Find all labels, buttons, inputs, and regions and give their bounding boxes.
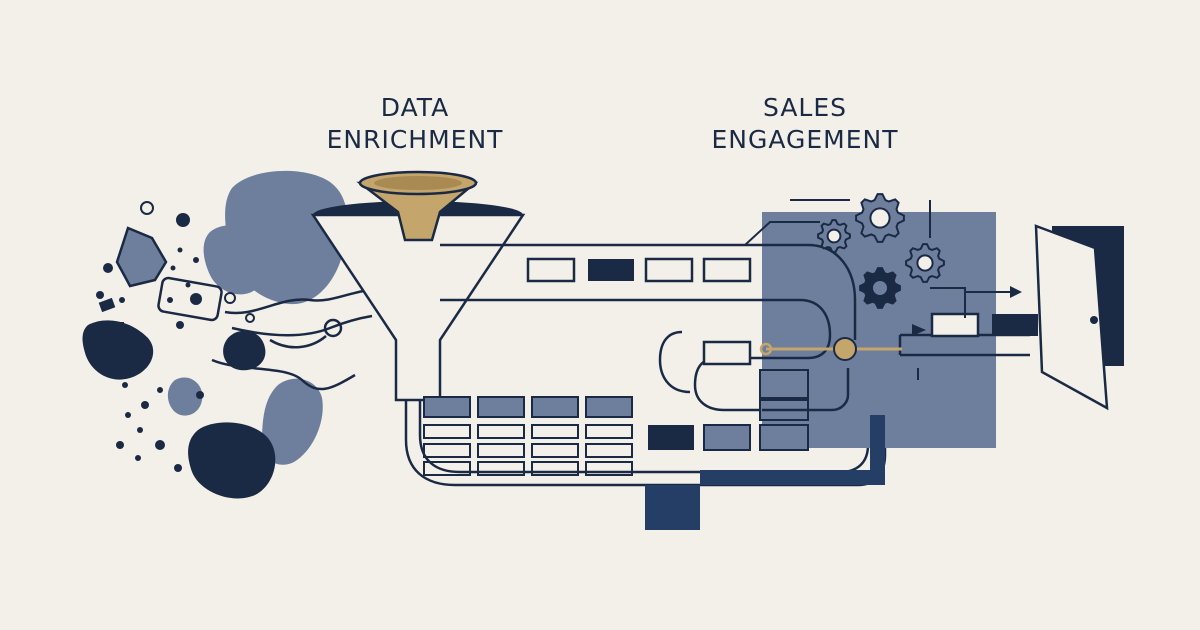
label-sales-engagement-line-2: ENGAGEMENT — [711, 125, 899, 154]
ink-dot — [170, 265, 176, 271]
gear-hub — [869, 207, 891, 229]
slate-blob — [167, 377, 203, 416]
ink-dot — [177, 247, 183, 253]
ink-dot — [193, 257, 199, 263]
gear-icon — [859, 267, 901, 309]
ink-dot — [135, 455, 141, 461]
label-sales-engagement: SALES ENGAGEMENT — [690, 92, 920, 156]
outlined-pill — [157, 276, 223, 322]
door-knob — [1090, 316, 1098, 324]
gold-connector — [759, 337, 902, 361]
ink-dot — [174, 464, 182, 472]
ink-dot — [176, 321, 184, 329]
ink-dot — [119, 297, 125, 303]
ink-dot — [96, 291, 104, 299]
ink-dot — [176, 213, 190, 227]
hollow-dot — [140, 201, 154, 215]
ink-dot — [125, 412, 131, 418]
gear-icon — [855, 193, 905, 243]
ink-dot — [157, 387, 163, 393]
funnel-body — [310, 213, 526, 402]
ink-dot — [109, 337, 115, 343]
hollow-dot — [245, 313, 255, 323]
ink-tile — [98, 297, 116, 313]
door-icon — [1034, 224, 1124, 411]
arrow-right-icon — [912, 324, 926, 336]
output-record — [992, 314, 1038, 336]
ink-dot — [141, 401, 149, 409]
ink-blob — [223, 330, 266, 371]
ink-dot — [196, 391, 204, 399]
ink-dot — [103, 263, 113, 273]
gear-hub — [871, 279, 889, 297]
ink-tile — [112, 322, 124, 332]
gear-hub — [826, 228, 842, 244]
label-sales-engagement-line-1: SALES — [762, 93, 848, 122]
ink-dot — [116, 441, 124, 449]
gold-funnel-icon — [356, 170, 479, 242]
ink-dot — [122, 382, 128, 388]
label-data-enrichment-line-1: DATA — [380, 93, 450, 122]
flow-lines — [211, 288, 373, 391]
raw-data-cluster — [82, 170, 348, 499]
door-panel — [1034, 224, 1109, 411]
gear-icon — [905, 243, 945, 283]
hollow-dot — [224, 292, 236, 304]
slate-blob — [203, 225, 269, 295]
slate-hexagon — [115, 226, 168, 288]
label-data-enrichment: DATA ENRICHMENT — [300, 92, 530, 156]
gear-icon — [817, 219, 851, 253]
ink-dot — [155, 440, 165, 450]
output-record — [930, 312, 980, 338]
ink-dot — [137, 427, 143, 433]
arrow-right-icon — [1010, 286, 1022, 298]
record-table — [423, 396, 633, 476]
slate-blob — [262, 378, 323, 465]
ink-dot — [185, 282, 191, 288]
gear-hub — [916, 254, 934, 272]
ink-blob — [188, 422, 276, 499]
ink-blob — [82, 320, 154, 380]
funnel-icon — [310, 170, 526, 402]
ink-dot — [190, 293, 202, 305]
label-data-enrichment-line-2: ENRICHMENT — [326, 125, 504, 154]
ink-dot — [167, 297, 173, 303]
